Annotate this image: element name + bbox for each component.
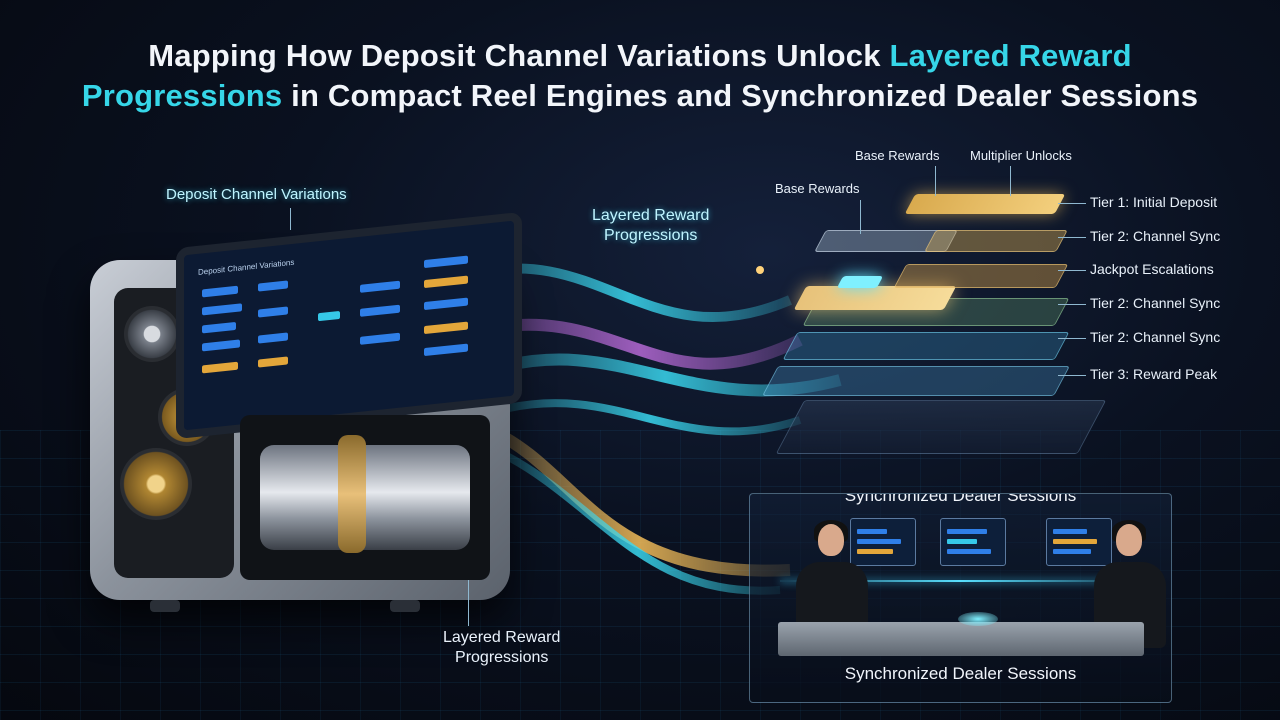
tier-connector: [1058, 237, 1086, 238]
dealer-title-top: Synchronized Dealer Sessions: [844, 493, 1077, 505]
dealer-mini-screen: [850, 518, 916, 566]
screen-node: [258, 280, 288, 292]
flow-stream-cyan-low: [499, 399, 802, 436]
screen-node: [424, 255, 468, 269]
screen-node: [202, 303, 242, 316]
layer-glow-core: [836, 276, 884, 288]
dealer-mini-screen: [940, 518, 1006, 566]
flow-stream-purple: [478, 318, 803, 370]
tier-connector: [1058, 375, 1086, 376]
flow-label-upper-line1: Layered Reward: [592, 207, 710, 224]
screen-node: [424, 343, 468, 357]
screen-node: [202, 361, 238, 374]
reel-gold-ring: [338, 435, 366, 553]
tier-label-channel-sync-1: Tier 2: Channel Sync: [1090, 228, 1221, 244]
dealer-sessions-panel: Synchronized Dealer Sessions Synchronize…: [749, 493, 1172, 703]
tier-connector: [1058, 270, 1086, 271]
flow-label-upper-line2: Progressions: [604, 227, 698, 244]
layer-tier2-c: [782, 332, 1070, 360]
flow-label-lower-connector: [468, 580, 469, 626]
title-line2-end: in Compact Reel Engines and Synchronized…: [282, 78, 1199, 113]
flow-stream-gold-down: [487, 424, 791, 577]
tier-connector: [1058, 203, 1086, 204]
gear-icon: [124, 306, 180, 362]
deposit-channel-label: Deposit Channel Variations: [166, 186, 347, 203]
layer-gold-main: [793, 286, 957, 310]
tier-label-channel-sync-2: Tier 2: Channel Sync: [1090, 295, 1221, 311]
screen-node: [360, 332, 400, 345]
tier-label-jackpot-escalations: Jackpot Escalations: [1090, 261, 1214, 277]
machine-foot: [390, 600, 420, 612]
label-base-rewards-left: Base Rewards: [775, 181, 860, 196]
flow-label-lower-line1: Layered Reward: [443, 629, 561, 646]
flow-label-upper: Layered Reward Progressions: [592, 206, 709, 246]
screen-node: [202, 321, 236, 334]
screen-title: Deposit Channel Variations: [198, 257, 295, 277]
screen-hub-node: [318, 310, 340, 322]
tier-connector: [1058, 304, 1086, 305]
reel-cavity: [240, 415, 490, 580]
connector-base-rewards-top: [935, 166, 936, 196]
dealer-title-bottom: Synchronized Dealer Sessions: [844, 664, 1077, 683]
screen-node: [258, 356, 288, 368]
flow-stream-cyan-mid: [488, 353, 842, 397]
screen-node: [424, 321, 468, 335]
screen-node: [202, 285, 238, 298]
layer-tier2-a: [924, 230, 1068, 252]
layer-tier1: [904, 194, 1066, 214]
tier-label-reward-peak: Tier 3: Reward Peak: [1090, 366, 1218, 382]
dealer-table: [778, 622, 1144, 656]
layer-jackpot: [893, 264, 1069, 288]
screen-node: [424, 297, 468, 311]
tier-connector: [1058, 338, 1086, 339]
screen-node: [424, 275, 468, 289]
machine-foot: [150, 600, 180, 612]
label-base-rewards-top: Base Rewards: [855, 148, 940, 163]
flow-label-lower: Layered Reward Progressions: [443, 628, 560, 668]
flow-stream-cyan-down: [493, 446, 781, 595]
page-title: Mapping How Deposit Channel Variations U…: [0, 36, 1280, 116]
screen-node: [258, 306, 288, 318]
title-line2-accent: Progressions: [81, 78, 283, 113]
screen-node: [360, 304, 400, 317]
spark-upper: [756, 266, 764, 274]
tier-label-initial-deposit: Tier 1: Initial Deposit: [1090, 194, 1218, 210]
layer-base: [775, 400, 1107, 454]
screen-node: [202, 339, 240, 352]
table-glow: [958, 612, 998, 626]
title-line1-start: Mapping How Deposit Channel Variations U…: [148, 38, 890, 73]
label-multiplier-unlocks: Multiplier Unlocks: [970, 148, 1072, 163]
layer-tier3: [762, 366, 1070, 396]
flow-label-lower-line2: Progressions: [455, 649, 549, 666]
deposit-label-connector: [290, 208, 291, 230]
gear-icon: [120, 448, 192, 520]
connector-multiplier: [1010, 166, 1011, 196]
compact-reel-engine: Deposit Channel Variations: [90, 211, 530, 620]
tier-label-channel-sync-3: Tier 2: Channel Sync: [1090, 329, 1221, 345]
sync-line: [780, 580, 1140, 582]
dealer-mini-screen: [1046, 518, 1112, 566]
control-screen: Deposit Channel Variations: [176, 211, 522, 440]
connector-base-rewards-left: [860, 200, 861, 234]
title-line1-accent: Layered Reward: [889, 38, 1132, 73]
screen-node: [360, 280, 400, 293]
screen-node: [258, 332, 288, 344]
